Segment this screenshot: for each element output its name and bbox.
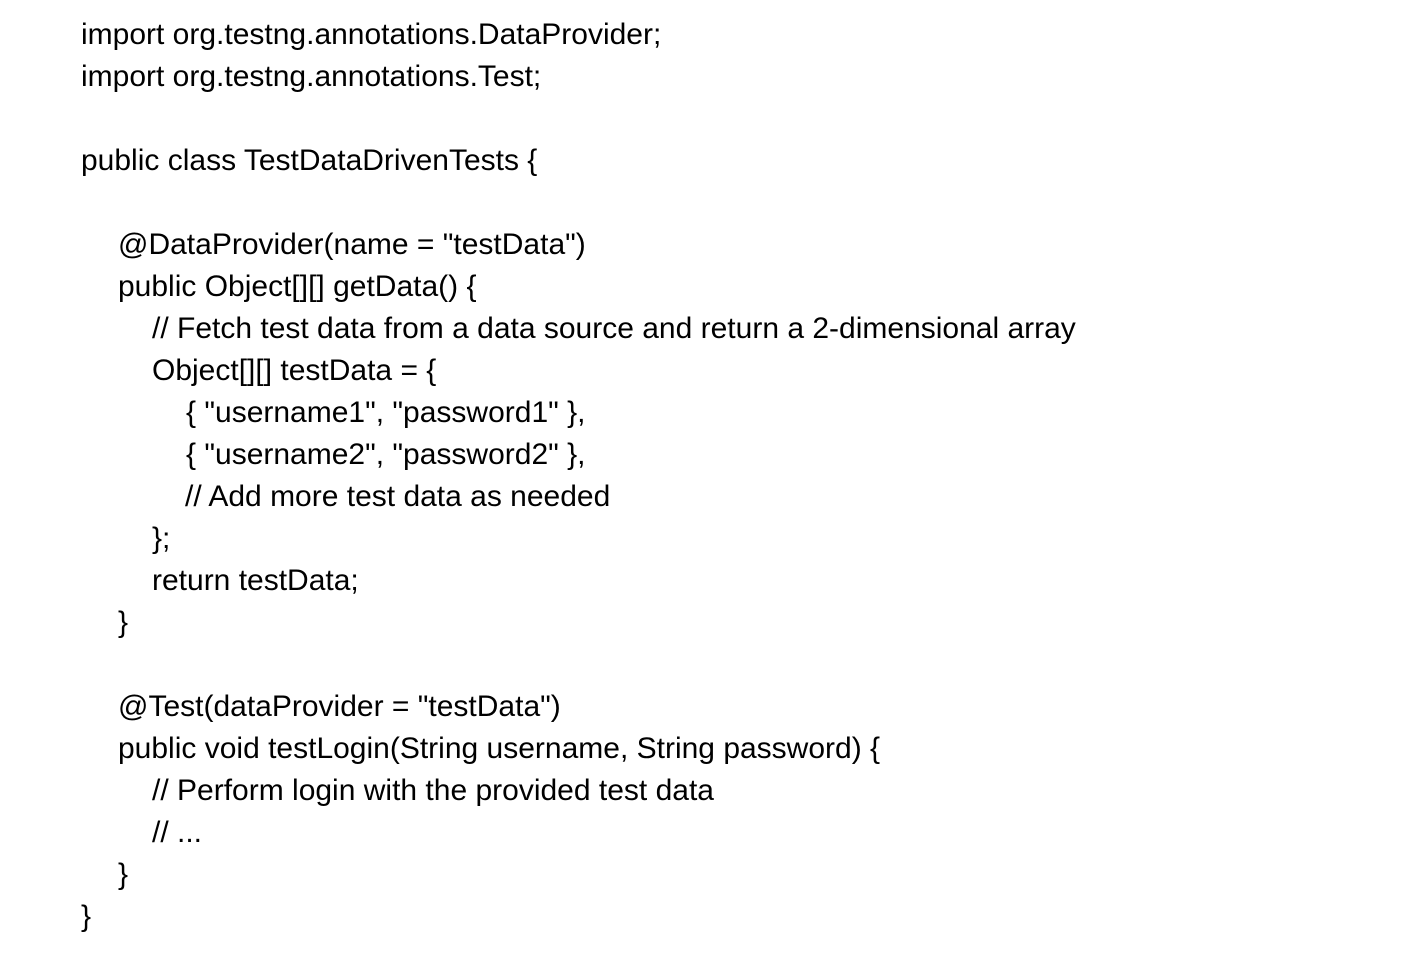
code-line: // Fetch test data from a data source an… xyxy=(152,312,1076,345)
code-line: import org.testng.annotations.Test; xyxy=(81,60,542,93)
code-line: @Test(dataProvider = "testData") xyxy=(118,690,561,723)
code-line: { "username2", "password2" }, xyxy=(186,438,586,471)
code-line: // Add more test data as needed xyxy=(185,480,611,513)
code-line: // ... xyxy=(152,816,203,849)
code-line: } xyxy=(81,900,92,933)
code-line: return testData; xyxy=(152,564,359,597)
code-line: public class TestDataDrivenTests { xyxy=(81,144,538,177)
code-line-blank xyxy=(0,644,1422,686)
code-line: public Object[][] getData() { xyxy=(118,270,477,303)
code-line: } xyxy=(118,606,129,639)
code-line: @DataProvider(name = "testData") xyxy=(118,228,586,261)
code-line: }; xyxy=(152,522,171,555)
code-line-blank xyxy=(0,98,1422,140)
code-line-blank xyxy=(0,182,1422,224)
code-line: { "username1", "password1" }, xyxy=(186,396,586,429)
code-line: public void testLogin(String username, S… xyxy=(118,732,881,765)
code-line: // Perform login with the provided test … xyxy=(152,774,714,807)
code-line: Object[][] testData = { xyxy=(152,354,437,387)
code-line: import org.testng.annotations.DataProvid… xyxy=(81,18,662,51)
code-line: } xyxy=(118,858,129,891)
